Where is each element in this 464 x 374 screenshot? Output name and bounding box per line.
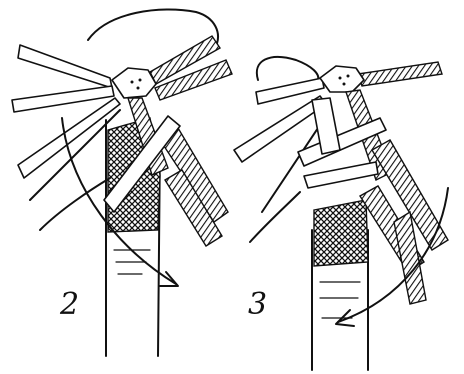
panel-2-strip-left-2 bbox=[12, 86, 114, 112]
panel-3-strip-right-1 bbox=[358, 62, 442, 86]
panel-2-strip-left-3 bbox=[18, 98, 120, 178]
panel-3-post-texture bbox=[314, 200, 368, 266]
panel-3-label: 3 bbox=[248, 290, 267, 320]
panel-2-strip-left-1 bbox=[18, 45, 112, 88]
panel-2-knot bbox=[112, 68, 156, 98]
panel-2-drawing bbox=[12, 9, 232, 356]
panel-3-knot bbox=[320, 66, 364, 92]
panel-3-background-disc bbox=[257, 57, 318, 80]
panel-3-drawing bbox=[234, 57, 448, 370]
panel-2-label: 2 bbox=[60, 290, 79, 320]
panel-3-strip-wrap-2 bbox=[304, 162, 378, 188]
